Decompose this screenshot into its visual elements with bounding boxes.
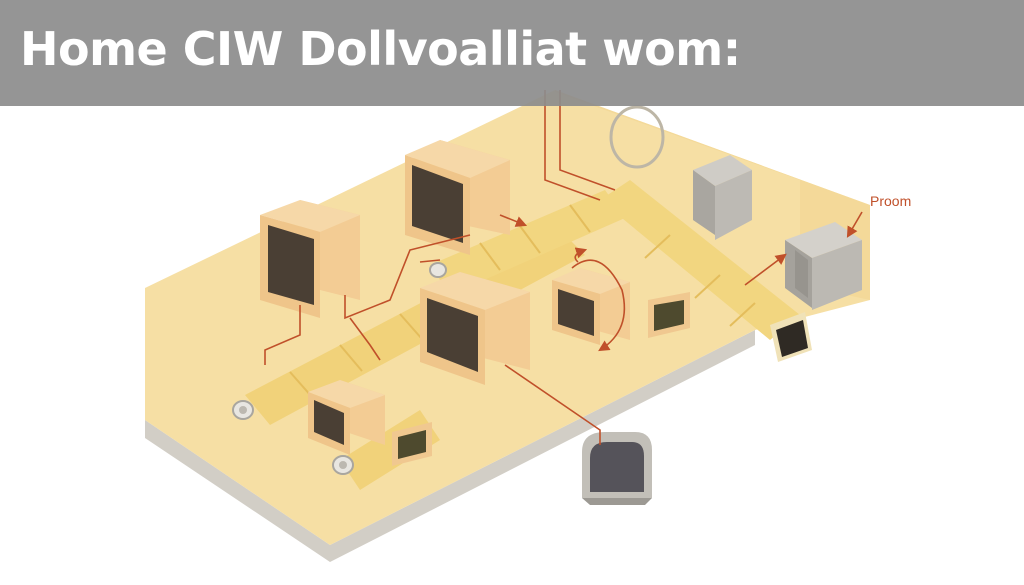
pipe-run-upper [430,190,625,295]
duct-box-left [260,200,360,318]
duct-box-center [420,272,530,385]
page-title: Home CIW Dollvoalliat wom: [20,22,741,76]
duct-outlet-right [770,312,812,362]
wall-unit-upper [693,155,752,240]
control-wiring [264,90,616,445]
pipe-end-cap-left [232,400,254,420]
duct-box-front [308,380,432,466]
room-callout-label: Proom [870,193,912,209]
pipe-end-cap-mid [429,262,447,278]
wall-vent-icon [609,105,665,169]
wall-unit-right [785,222,862,310]
title-banner: Home CIW Dollvoalliat wom: [0,0,1024,106]
duct-box-upper [405,140,510,255]
detached-vent-icon [582,432,652,505]
duct-box-right [552,268,690,345]
arrow-icon [499,211,863,286]
pipe-end-cap-front [332,455,354,475]
rotation-icon [571,247,626,352]
pipe-run-right [600,180,800,340]
